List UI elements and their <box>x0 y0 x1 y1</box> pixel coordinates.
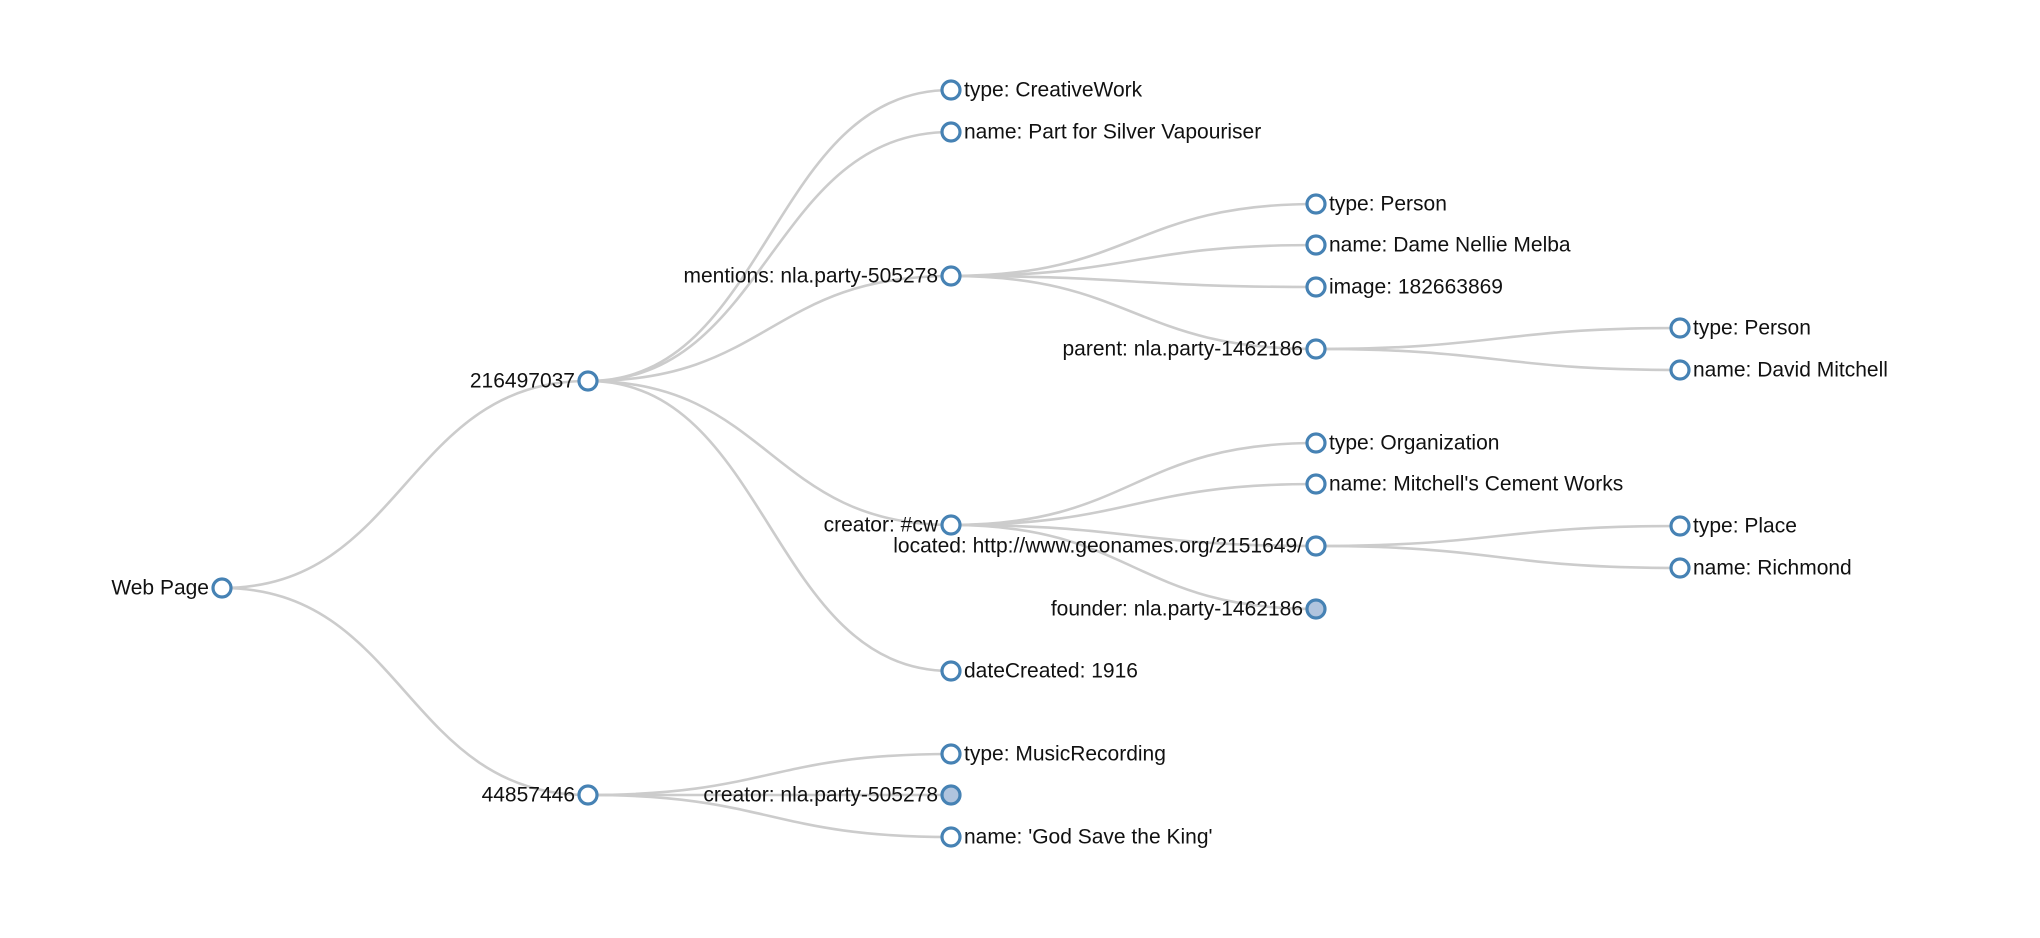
node-label: founder: nla.party-1462186 <box>1051 598 1303 621</box>
link-root-to-n44857446 <box>221 586 589 797</box>
link-n216497037-to-creator-cw <box>587 379 952 527</box>
link-c-located-to-l-type <box>1315 524 1681 548</box>
link-c-located-to-l-name <box>1315 544 1681 570</box>
node-circle[interactable] <box>1305 338 1327 360</box>
node-label: type: MusicRecording <box>964 743 1166 766</box>
node-circle[interactable] <box>1669 515 1691 537</box>
node-mr-creator[interactable]: creator: nla.party-505278 <box>703 784 962 807</box>
link-creator-cw-to-c-located <box>950 523 1317 548</box>
node-circle[interactable] <box>211 577 233 599</box>
node-cw-type[interactable]: type: CreativeWork <box>940 79 1143 102</box>
node-label: parent: nla.party-1462186 <box>1062 338 1303 361</box>
node-label: 44857446 <box>482 784 575 807</box>
node-label: image: 182663869 <box>1329 276 1503 299</box>
node-m-name[interactable]: name: Dame Nellie Melba <box>1305 234 1571 257</box>
node-label: Web Page <box>111 577 209 600</box>
link-mentions-to-m-parent <box>950 274 1317 351</box>
node-cw-date[interactable]: dateCreated: 1916 <box>940 660 1138 683</box>
link-n216497037-to-cw-name <box>587 130 952 383</box>
link-creator-cw-to-c-name <box>950 482 1317 527</box>
node-l-name[interactable]: name: Richmond <box>1669 557 1852 580</box>
node-p-name[interactable]: name: David Mitchell <box>1669 359 1888 382</box>
node-circle[interactable] <box>940 79 962 101</box>
link-m-parent-to-p-type <box>1315 326 1681 351</box>
link-mentions-to-m-type <box>950 202 1317 278</box>
node-mr-name[interactable]: name: 'God Save the King' <box>940 826 1213 849</box>
node-label: creator: #cw <box>824 514 939 537</box>
node-circle[interactable] <box>1305 535 1327 557</box>
link-n44857446-to-mr-name <box>587 793 952 839</box>
node-label: mentions: nla.party-505278 <box>684 265 939 288</box>
node-circle[interactable] <box>577 370 599 392</box>
node-label: type: Person <box>1693 317 1811 340</box>
node-label: name: Dame Nellie Melba <box>1329 234 1571 257</box>
node-circle[interactable] <box>1305 234 1327 256</box>
node-label: name: Mitchell's Cement Works <box>1329 473 1623 496</box>
node-circle[interactable] <box>940 121 962 143</box>
links-layer <box>221 88 1681 839</box>
node-circle[interactable] <box>577 784 599 806</box>
node-label: creator: nla.party-505278 <box>703 784 938 807</box>
node-n44857446[interactable]: 44857446 <box>482 784 599 807</box>
node-label: type: Person <box>1329 193 1447 216</box>
node-n216497037[interactable]: 216497037 <box>470 370 599 393</box>
link-n216497037-to-cw-type <box>587 88 952 383</box>
link-n216497037-to-cw-date <box>587 379 952 673</box>
collapsed-node-circle[interactable] <box>1305 598 1327 620</box>
link-creator-cw-to-c-founder <box>950 523 1317 611</box>
node-label: name: 'God Save the King' <box>964 826 1213 849</box>
node-label: type: Place <box>1693 515 1797 538</box>
link-n216497037-to-mentions <box>587 274 952 383</box>
node-m-image[interactable]: image: 182663869 <box>1305 276 1503 299</box>
node-mr-type[interactable]: type: MusicRecording <box>940 743 1166 766</box>
collapsed-node-circle[interactable] <box>940 784 962 806</box>
link-m-parent-to-p-name <box>1315 347 1681 372</box>
node-cw-name[interactable]: name: Part for Silver Vapouriser <box>940 121 1261 144</box>
node-label: name: Richmond <box>1693 557 1852 580</box>
node-circle[interactable] <box>1305 193 1327 215</box>
node-m-parent[interactable]: parent: nla.party-1462186 <box>1062 338 1327 361</box>
node-c-founder[interactable]: founder: nla.party-1462186 <box>1051 598 1327 621</box>
node-circle[interactable] <box>940 826 962 848</box>
link-mentions-to-m-name <box>950 243 1317 278</box>
node-circle[interactable] <box>1669 557 1691 579</box>
link-n44857446-to-mr-type <box>587 752 952 797</box>
node-root[interactable]: Web Page <box>111 577 233 600</box>
nodes-layer: Web Page 216497037 type: CreativeWork name:… <box>111 79 1888 849</box>
node-circle[interactable] <box>1305 473 1327 495</box>
node-creator-cw[interactable]: creator: #cw <box>824 514 962 537</box>
node-circle[interactable] <box>940 265 962 287</box>
node-p-type[interactable]: type: Person <box>1669 317 1811 340</box>
node-l-type[interactable]: type: Place <box>1669 515 1797 538</box>
link-creator-cw-to-c-type <box>950 441 1317 527</box>
node-label: type: CreativeWork <box>964 79 1143 102</box>
node-c-name[interactable]: name: Mitchell's Cement Works <box>1305 473 1623 496</box>
node-circle[interactable] <box>1669 359 1691 381</box>
node-label: 216497037 <box>470 370 575 393</box>
node-circle[interactable] <box>1305 432 1327 454</box>
node-c-located[interactable]: located: http://www.geonames.org/2151649… <box>893 535 1327 558</box>
node-circle[interactable] <box>940 514 962 536</box>
link-mentions-to-m-image <box>950 274 1317 289</box>
node-label: dateCreated: 1916 <box>964 660 1138 683</box>
node-mentions[interactable]: mentions: nla.party-505278 <box>684 265 962 288</box>
node-label: located: http://www.geonames.org/2151649… <box>893 535 1303 558</box>
link-root-to-n216497037 <box>221 379 589 590</box>
node-circle[interactable] <box>1305 276 1327 298</box>
node-label: name: Part for Silver Vapouriser <box>964 121 1261 144</box>
node-c-type[interactable]: type: Organization <box>1305 432 1499 455</box>
node-circle[interactable] <box>940 743 962 765</box>
node-m-type[interactable]: type: Person <box>1305 193 1447 216</box>
node-circle[interactable] <box>1669 317 1691 339</box>
node-label: name: David Mitchell <box>1693 359 1888 382</box>
node-label: type: Organization <box>1329 432 1499 455</box>
node-circle[interactable] <box>940 660 962 682</box>
